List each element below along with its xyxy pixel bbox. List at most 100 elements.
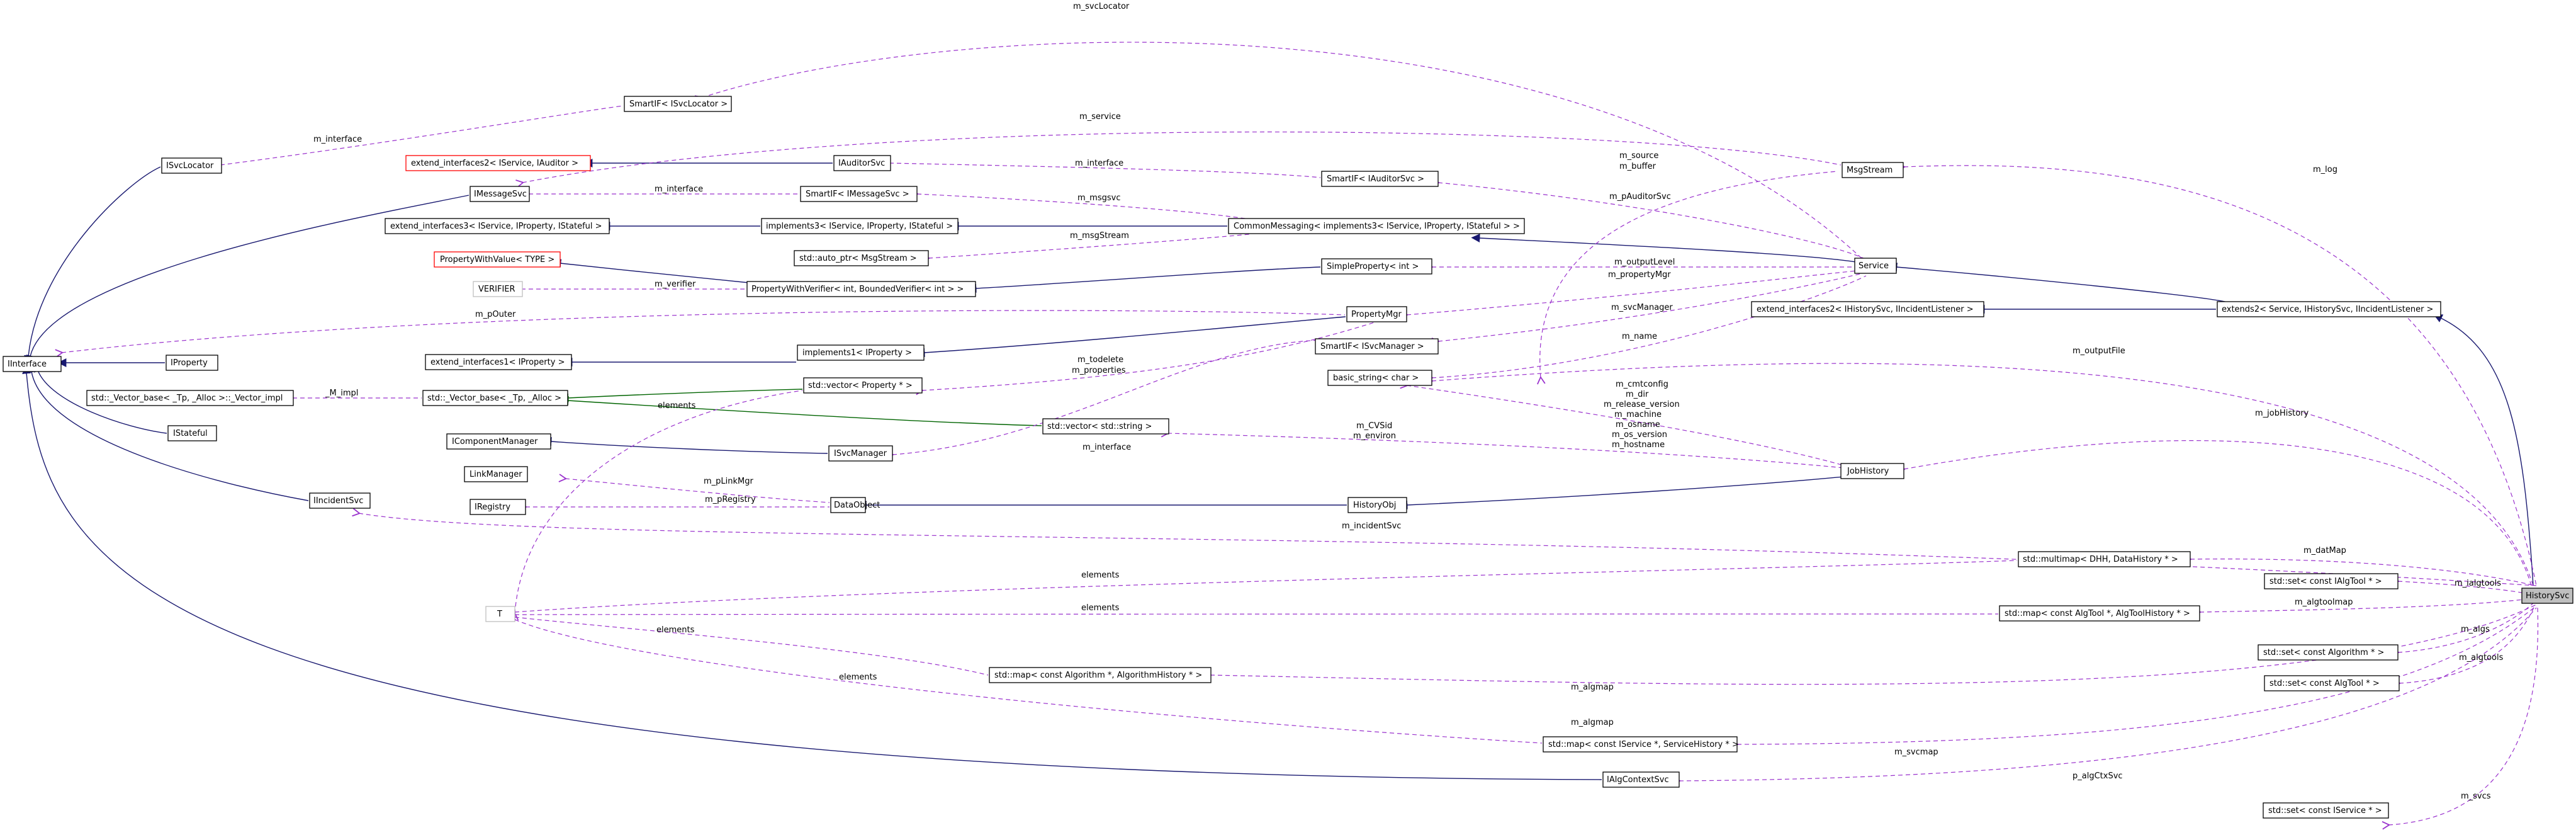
node-historyobj[interactable]: HistoryObj (1347, 497, 1407, 513)
edge-m-name (1432, 275, 1867, 378)
label-m-pouter: m_pOuter (475, 310, 516, 319)
node-historysvc[interactable]: HistorySvc (2521, 588, 2573, 604)
node-label: std::vector< std::string > (1047, 422, 1152, 431)
node-smartif-imessagesvc[interactable]: SmartIF< IMessageSvc > (800, 186, 918, 202)
edge-m-svcs (2388, 607, 2539, 825)
node-set-algorithm[interactable]: std::set< const Algorithm * > (2258, 644, 2399, 661)
node-set-algtool[interactable]: std::set< const AlgTool * > (2264, 675, 2400, 691)
node-propertywithvalue[interactable]: PropertyWithValue< TYPE > (434, 251, 561, 268)
node-label: PropertyWithVerifier< int, BoundedVerifi… (751, 285, 964, 294)
node-imessagesvc[interactable]: IMessageSvc (470, 186, 530, 202)
node-label: std::set< const IService * > (2268, 806, 2382, 816)
label-m-ialgtools: m_ialgtools (2455, 579, 2501, 588)
label-m-properties: m_properties (1072, 366, 1126, 375)
label-m-dir: m_dir (1626, 390, 1649, 399)
node-iregistry[interactable]: IRegistry (470, 499, 526, 515)
label-m-environ: m_environ (1353, 431, 1396, 441)
node-smartif-isvclocator[interactable]: SmartIF< ISvcLocator > (624, 96, 732, 112)
label-m-svclocator: m_svcLocator (1073, 2, 1130, 11)
node-ext2-ihistorysvc[interactable]: extend_interfaces2< IHistorySvc, IIncide… (1751, 301, 1984, 317)
node-simpleproperty[interactable]: SimpleProperty< int > (1321, 258, 1432, 275)
node-label: CommonMessaging< implements3< IService, … (1234, 222, 1520, 231)
label-elements-1: elements (658, 401, 696, 411)
node-iinterface[interactable]: IInterface (3, 356, 62, 372)
node-label: extend_interfaces1< IProperty > (430, 358, 565, 367)
edge-m-interface-iauditorsvc (889, 163, 1321, 178)
label-m-datmap: m_datMap (2303, 546, 2346, 555)
label-m-outputlevel: m_outputLevel (1614, 258, 1675, 267)
node-t[interactable]: T (485, 606, 515, 622)
label-elements-3: elements (1081, 603, 1120, 613)
node-map-iservice[interactable]: std::map< const IService *, ServiceHisto… (1543, 736, 1739, 753)
node-label: std::multimap< DHH, DataHistory * > (2023, 555, 2178, 564)
node-map-algtool[interactable]: std::map< const AlgTool *, AlgToolHistor… (1999, 605, 2200, 622)
node-vector-impl[interactable]: std::_Vector_base< _Tp, _Alloc >::_Vecto… (86, 390, 294, 406)
label-m-algmap-2: m_algmap (1571, 718, 1614, 727)
node-label: std::_Vector_base< _Tp, _Alloc > (427, 394, 561, 403)
node-iauditorsvc[interactable]: IAuditorSvc (833, 155, 891, 171)
label-m-incidentsvc: m_incidentSvc (1342, 521, 1401, 531)
edge-m-pouter (62, 310, 1346, 353)
node-iincidentsvc[interactable]: IIncidentSvc (309, 492, 371, 509)
label-m-jobhistory: m_jobHistory (2255, 409, 2309, 418)
node-label: DataObject (834, 501, 880, 510)
node-label: IRegistry (475, 503, 510, 512)
node-iproperty[interactable]: IProperty (166, 355, 218, 371)
node-implements1[interactable]: implements1< IProperty > (797, 344, 925, 361)
node-icomponentmanager[interactable]: IComponentManager (446, 433, 551, 450)
node-ext3-iservice[interactable]: extend_interfaces3< IService, IProperty,… (385, 218, 610, 234)
node-map-algorithm[interactable]: std::map< const Algorithm *, AlgorithmHi… (989, 667, 1212, 683)
node-set-iservice[interactable]: std::set< const IService * > (2263, 802, 2389, 819)
node-msgstream[interactable]: MsgStream (1842, 162, 1904, 178)
node-vector-property[interactable]: std::vector< Property * > (803, 377, 923, 394)
edge-m-propertymgr (1407, 270, 1857, 315)
node-ilinkmanager[interactable]: LinkManager (464, 466, 528, 482)
node-isvclocator[interactable]: ISvcLocator (161, 157, 222, 174)
node-ialgcontextsvc[interactable]: IAlgContextSvc (1602, 771, 1680, 788)
node-auto-ptr-msgstream[interactable]: std::auto_ptr< MsgStream > (794, 250, 929, 266)
label-m-algtoolmap: m_algtoolmap (2295, 598, 2353, 607)
node-label: SmartIF< ISvcLocator > (629, 99, 728, 109)
node-smartif-isvcmanager[interactable]: SmartIF< ISvcManager > (1315, 338, 1439, 355)
label-m-svcmap: m_svcmap (1894, 748, 1938, 757)
edge-elements-mapalgtool (515, 614, 1999, 615)
node-jobhistory[interactable]: JobHistory (1840, 463, 1904, 479)
edge-vectorbase-vectorproperty (560, 389, 803, 402)
edge-implements1-propertymgr (916, 316, 1346, 357)
node-basic-string[interactable]: basic_string< char > (1327, 370, 1432, 386)
node-service[interactable]: Service (1854, 258, 1897, 274)
edge-isvclocator-iinterface (24, 166, 161, 365)
label-m-cmtconfig: m_cmtconfig (1616, 380, 1668, 389)
node-label: T (497, 610, 502, 619)
node-isvcmanager[interactable]: ISvcManager (828, 445, 893, 462)
edge-m-svclocator (702, 42, 1864, 260)
node-label: SmartIF< IAuditorSvc > (1327, 174, 1424, 184)
node-extends2[interactable]: extends2< Service, IHistorySvc, IInciden… (2217, 301, 2441, 317)
node-vector-base[interactable]: std::_Vector_base< _Tp, _Alloc > (422, 390, 568, 406)
node-vector-string[interactable]: std::vector< std::string > (1042, 418, 1169, 435)
label-m-interface-2: m_interface (1075, 159, 1123, 168)
edge-m-svcmanager (1438, 273, 1860, 341)
edge-m-incidentsvc (359, 513, 2537, 586)
node-label: IProperty (171, 358, 208, 368)
node-label: std::set< const AlgTool * > (2269, 679, 2380, 688)
node-ext1-iproperty[interactable]: extend_interfaces1< IProperty > (425, 354, 572, 370)
node-label: implements1< IProperty > (802, 348, 912, 358)
node-commonmessaging[interactable]: CommonMessaging< implements3< IService, … (1228, 218, 1525, 234)
node-ext2-iauditor[interactable]: extend_interfaces2< IService, IAuditor > (405, 155, 591, 171)
edge-elements-multimap (515, 560, 2018, 612)
node-multimap-dhh[interactable]: std::multimap< DHH, DataHistory * > (2018, 551, 2191, 567)
node-implements3[interactable]: implements3< IService, IProperty, IState… (761, 218, 959, 234)
node-verifier[interactable]: VERIFIER (473, 281, 523, 297)
node-set-ialgtool[interactable]: std::set< const IAlgTool * > (2264, 573, 2399, 589)
node-dataobject[interactable]: DataObject (830, 497, 880, 513)
node-istateful[interactable]: IStateful (167, 425, 217, 441)
node-label: HistoryObj (1353, 501, 1396, 510)
label-m-interface-1: m_interface (313, 135, 362, 144)
edge-m-pauditorsvc (1438, 183, 1867, 260)
edge-m-svcmap (1737, 605, 2537, 744)
node-smartif-iauditorsvc[interactable]: SmartIF< IAuditorSvc > (1321, 171, 1439, 187)
node-propertywithverifier[interactable]: PropertyWithVerifier< int, BoundedVerifi… (746, 281, 976, 297)
node-propertymgr[interactable]: PropertyMgr (1346, 306, 1407, 322)
label-m-algs: m_algs (2461, 625, 2490, 634)
